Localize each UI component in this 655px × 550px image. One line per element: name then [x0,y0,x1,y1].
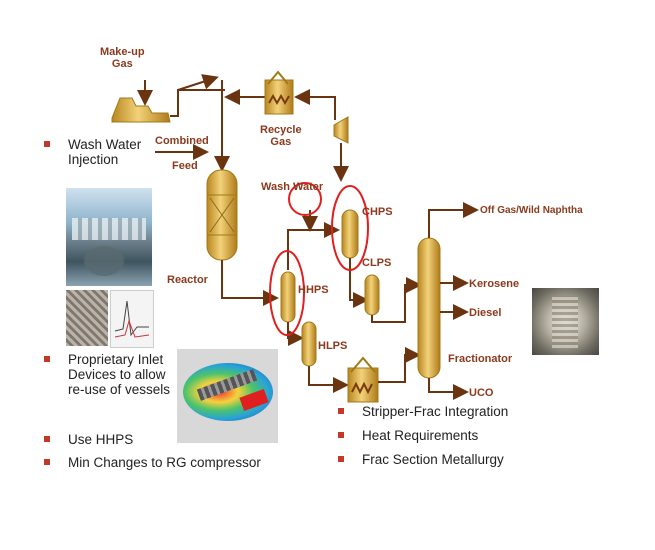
bullet-square [338,456,344,462]
cfd-simulation-image [177,349,278,443]
off-gas-label: Off Gas/Wild Naphtha [480,205,583,216]
bullet-square [338,408,344,414]
diesel-label: Diesel [469,307,502,319]
line-compressor-up [170,89,225,117]
chps-label: CHPS [362,206,393,218]
line-compressor-to-heater [294,89,336,105]
hhps-vessel [280,271,296,323]
plant-photo [66,188,152,286]
bullet-square [44,141,50,147]
line-uco [428,378,469,400]
combined-feed-label-bottom: Feed [172,160,198,172]
recycle-compressor [333,116,349,144]
line-clps-to-fractionator [371,277,422,323]
combined-feed-label-top: Combined [155,135,209,147]
reactor-label: Reactor [167,274,208,286]
line-chps-to-clps [349,258,369,308]
line-reactor-to-hhps [221,260,279,306]
bullet-square [44,356,50,362]
bullet-square [44,436,50,442]
fractionator-label: Fractionator [448,353,513,365]
uco-label: UCO [469,387,494,399]
hlps-vessel [301,321,317,367]
chps-vessel [341,209,359,259]
inlet-device-chart-image [110,290,154,348]
hhps-label: HHPS [298,284,329,296]
bullet-square [338,432,344,438]
wash-water-label: Wash Water [261,181,324,193]
hlps-label: HLPS [318,340,348,352]
clps-vessel [364,274,380,316]
inlet-device-photo [66,290,108,346]
kerosene-label: Kerosene [469,278,520,290]
line-hlps-to-heater [308,366,349,393]
line-loop-top [177,74,219,91]
fractionator-heater [347,367,379,403]
highlight-hhps [269,250,305,336]
clps-label: CLPS [362,257,392,269]
bullet-square [44,459,50,465]
highlight-chps [331,185,369,271]
highlight-wash-water [288,182,322,216]
fractionator-vessel [417,237,441,379]
equipment-photo [532,288,599,355]
line-off-gas [428,202,479,238]
line-heater-to-fractionator [378,347,421,383]
line-hhps-to-hlps [287,322,304,346]
makeup-compressor-shape [111,97,171,123]
line-hhps-to-chps [287,222,340,270]
